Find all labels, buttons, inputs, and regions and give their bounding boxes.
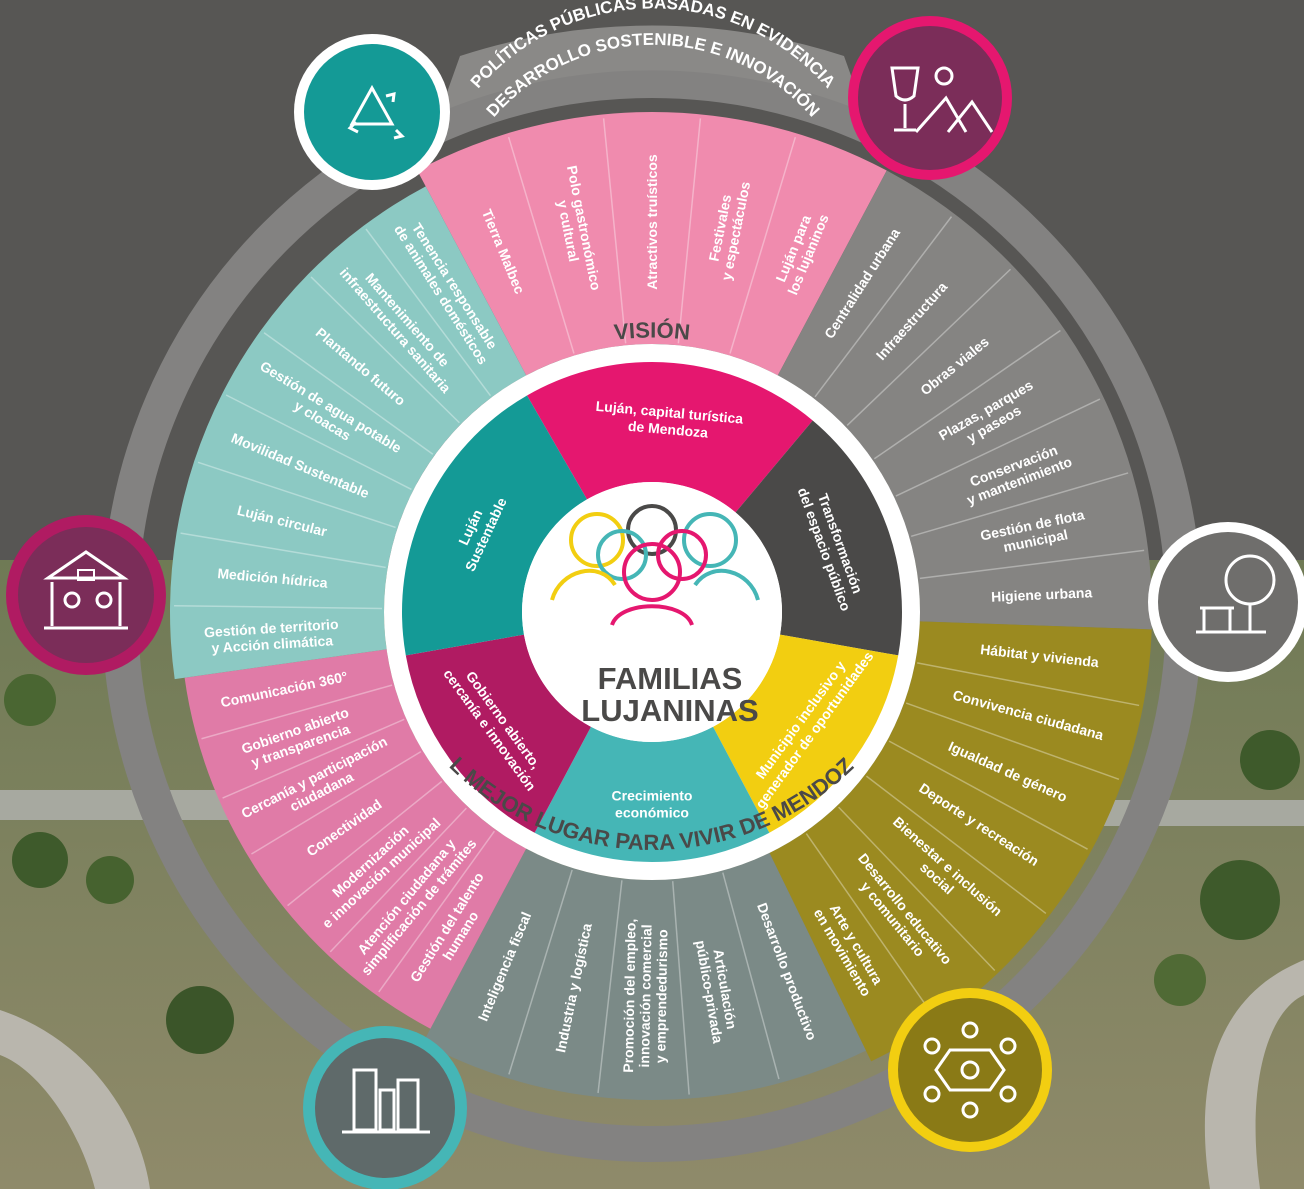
tree-bench-icon bbox=[1148, 522, 1304, 682]
item-divider bbox=[722, 872, 780, 1080]
item-divider bbox=[365, 228, 492, 397]
item-divider bbox=[180, 532, 386, 569]
item-divider bbox=[263, 332, 434, 455]
outer-sector-3 bbox=[422, 848, 866, 1100]
policy-item-label: Higiene urbana bbox=[991, 584, 1093, 605]
center-title-line1: FAMILIAS bbox=[598, 661, 743, 696]
sector-group bbox=[170, 112, 1153, 1100]
item-divider bbox=[888, 740, 1088, 850]
item-divider bbox=[677, 118, 702, 344]
center-circle bbox=[522, 482, 782, 742]
item-divider bbox=[251, 750, 422, 855]
outer-sector-4 bbox=[184, 649, 527, 1029]
inner-axis-sectors bbox=[402, 361, 902, 863]
item-divider bbox=[287, 780, 443, 907]
item-divider bbox=[508, 869, 573, 1075]
item-divider bbox=[905, 702, 1120, 781]
item-divider bbox=[222, 718, 405, 799]
item-divider bbox=[919, 549, 1145, 580]
outer-sector-2 bbox=[769, 621, 1152, 1062]
outer-sector-1 bbox=[777, 170, 1153, 630]
item-divider bbox=[329, 807, 467, 953]
item-divider bbox=[197, 461, 396, 529]
town-hall-people-icon bbox=[6, 515, 166, 675]
inner-axis-sector-3 bbox=[534, 726, 770, 863]
recycle-icon bbox=[294, 34, 450, 190]
center-title-line2: LUJANINAS bbox=[581, 693, 758, 728]
item-divider bbox=[838, 806, 996, 972]
item-divider bbox=[201, 684, 393, 740]
families-logo-icon bbox=[550, 504, 760, 626]
inner-axis-sector-0 bbox=[527, 361, 813, 513]
item-divider bbox=[671, 881, 690, 1095]
outer-sector-5 bbox=[170, 186, 527, 680]
item-divider bbox=[873, 329, 1061, 460]
item-divider bbox=[174, 604, 383, 610]
item-divider bbox=[814, 216, 953, 398]
item-dividers bbox=[174, 118, 1145, 1095]
item-divider bbox=[378, 830, 495, 993]
item-divider bbox=[805, 833, 937, 1020]
buildings-icon bbox=[303, 1026, 467, 1189]
wine-mountain-icon bbox=[848, 16, 1012, 180]
inner-axis-sector-4 bbox=[405, 634, 591, 833]
network-people-icon bbox=[888, 988, 1052, 1152]
outer-sector-0 bbox=[417, 112, 887, 376]
policy-item-label: Promoción del empleo,innovación comercia… bbox=[620, 919, 671, 1074]
vision-label: VISIÓN bbox=[613, 317, 691, 344]
item-divider bbox=[507, 136, 575, 354]
policy-item-label: Atractivos truísticos bbox=[644, 154, 660, 290]
item-divider bbox=[597, 880, 623, 1094]
item-divider bbox=[310, 276, 460, 424]
item-divider bbox=[895, 398, 1101, 497]
top-banner-bg bbox=[440, 25, 864, 112]
inner-axis-sector-1 bbox=[735, 420, 902, 656]
item-divider bbox=[865, 775, 1047, 915]
item-divider bbox=[729, 136, 797, 354]
inner-axis-sector-5 bbox=[402, 395, 587, 656]
item-divider bbox=[225, 394, 412, 491]
item-divider bbox=[602, 118, 627, 344]
item-divider bbox=[846, 268, 1012, 426]
item-divider bbox=[917, 662, 1140, 707]
inner-axis-sector-2 bbox=[713, 634, 899, 833]
item-divider bbox=[910, 472, 1129, 538]
